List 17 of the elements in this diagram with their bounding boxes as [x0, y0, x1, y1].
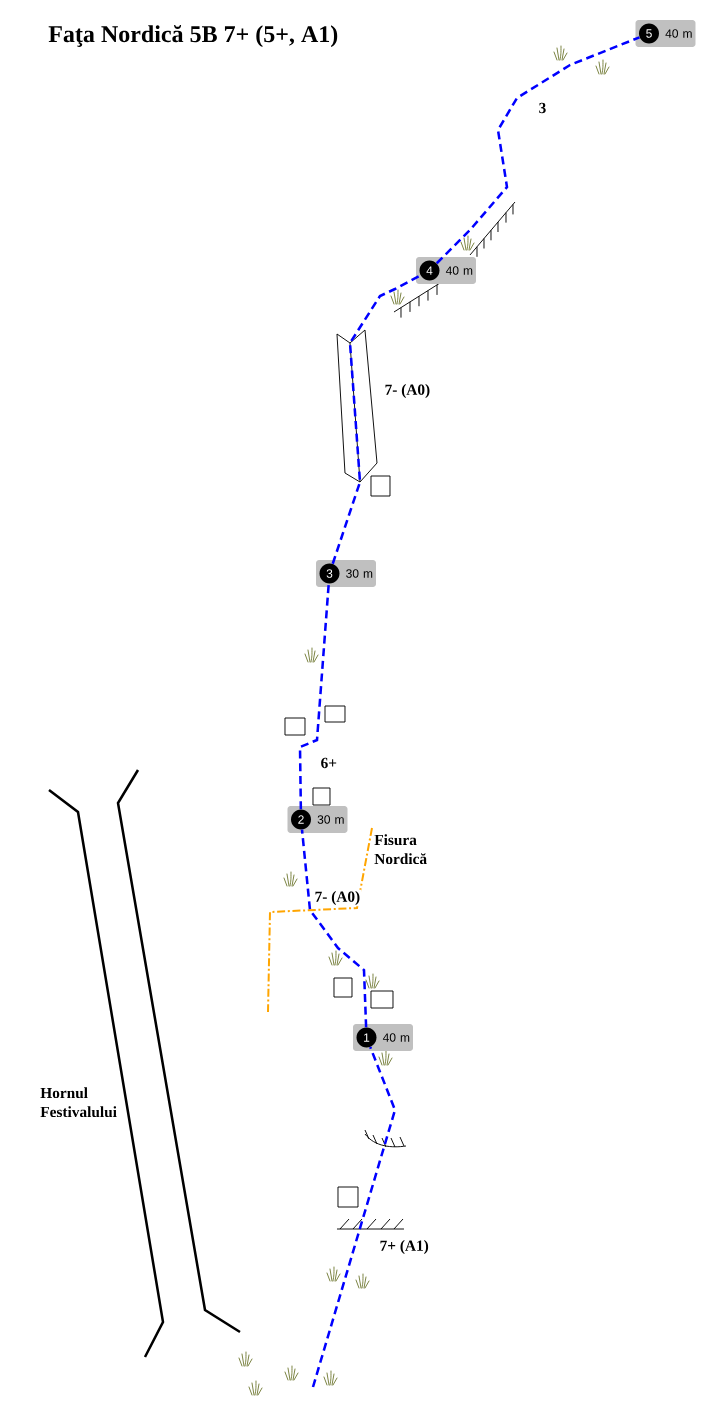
- number-disc: 1: [356, 1027, 377, 1048]
- number-disc: 3: [319, 563, 340, 584]
- route-line: [311, 1046, 397, 1388]
- grade-label: 7- (A0): [313, 889, 362, 907]
- grade-label: 6+: [319, 756, 339, 770]
- number-disc: 4: [419, 260, 440, 281]
- number-disc: 5: [639, 23, 659, 44]
- feature-name: Hornul Festivalului: [40, 1087, 117, 1118]
- number-disc: 2: [291, 809, 311, 830]
- title: Faţa Nordică 5B 7+ (5+, A1): [48, 25, 338, 48]
- grade-label: 3: [537, 101, 548, 115]
- route-line: [300, 829, 368, 1028]
- route-line: [298, 583, 330, 810]
- route-line: [331, 274, 422, 565]
- grade-label: 7- (A0): [383, 382, 432, 400]
- grade-label: 7+ (A1): [378, 1238, 431, 1256]
- feature-name: Fisura Nordică: [374, 834, 427, 865]
